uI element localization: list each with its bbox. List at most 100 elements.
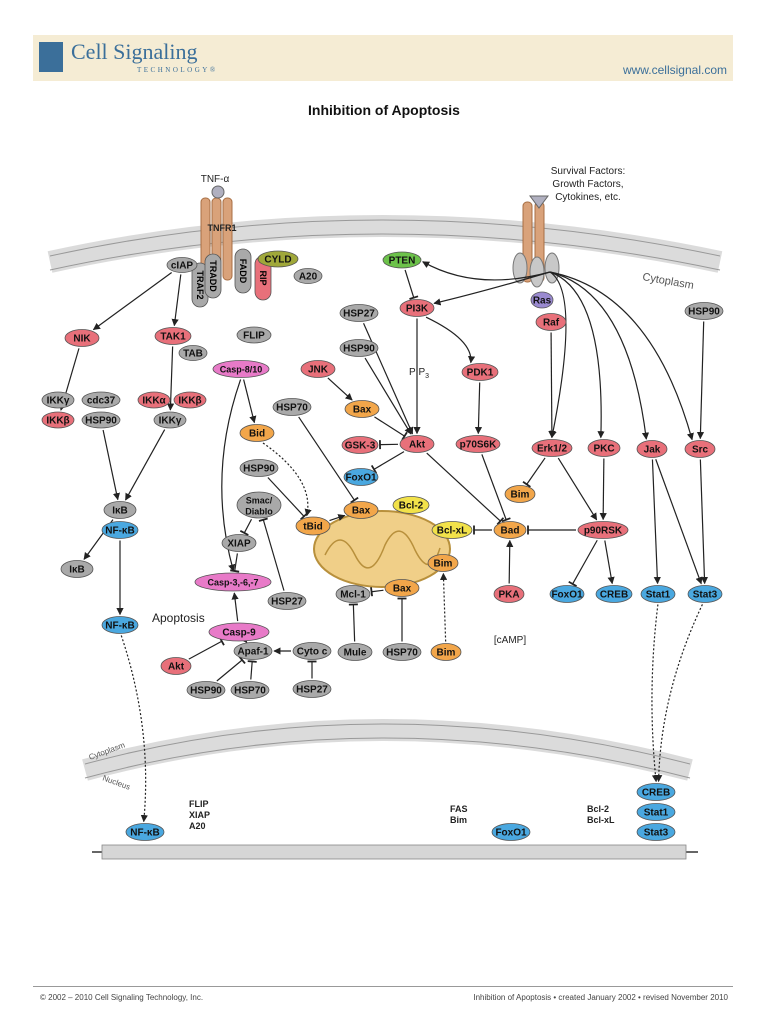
growth-factor-receptor [512, 195, 560, 288]
n-p90rsk-node: p90RSK [577, 521, 629, 539]
n-creb-a-label: CREB [600, 590, 628, 601]
n-cyld-node: CYLD [257, 250, 299, 268]
edge-n-ciap-to-n-tak1 [171, 274, 182, 327]
n-mcl1-label: Mcl-1 [340, 590, 366, 601]
n-casp9-label: Casp-9 [222, 628, 256, 639]
n-stat1-b-label: Stat1 [644, 808, 669, 819]
n-bim-a-label: Bim [511, 490, 530, 501]
n-smac-label: Smac/ [246, 496, 273, 506]
n-hsp90-c-node: HSP90 [239, 459, 279, 477]
n-smac-node: Smac/Diablo [236, 491, 282, 519]
n-ciap-node: cIAP [166, 257, 198, 273]
edge-receptor-to-n-src [549, 271, 694, 441]
fadd-label: FADD [238, 259, 248, 284]
n-akt-label: Akt [409, 440, 426, 451]
edge-n-casp9-to-n-casp367 [231, 592, 239, 622]
pathway-edges [59, 261, 709, 823]
edge-n-pdk1-to-n-p70s6k [474, 382, 483, 435]
edge-n-pi3k-to-n-pdk1 [425, 316, 476, 364]
camp-label: [cAMP] [494, 635, 526, 646]
n-bim-a-node: Bim [504, 485, 536, 503]
n-ikkg1-label: IKKγ [47, 396, 70, 407]
edge-n-hsp70-c-to-n-apaf1 [247, 660, 257, 680]
n-ikkb2-node: IKKβ [173, 391, 207, 409]
n-hsp27-a-node: HSP27 [339, 304, 379, 322]
n-ikb-b-node: IκB [60, 560, 94, 578]
edge-n-hsp90-d-to-n-apaf1 [216, 655, 246, 682]
edge-n-akt-to-n-foxo-a [370, 451, 405, 474]
edge-n-mule-to-n-mcl1 [348, 603, 358, 642]
n-casp367-label: Casp-3,-6,-7 [207, 578, 258, 588]
edge-n-smac-to-n-xiap [239, 518, 253, 536]
n-creb-b-node: CREB [636, 783, 676, 801]
footer-copyright: © 2002 – 2010 Cell Signaling Technology,… [40, 993, 204, 1002]
n-pka-label: PKA [498, 590, 519, 601]
edge-n-bim-c-to-n-bim-b [439, 572, 448, 642]
n-ikkg2-node: IKKγ [153, 411, 187, 429]
website-link[interactable]: www.cellsignal.com [622, 63, 727, 77]
edge-n-jak-to-n-stat1-a [651, 459, 661, 585]
edge-n-apaf1-to-n-casp9 [240, 635, 248, 644]
n-casp9-node: Casp-9 [208, 622, 270, 642]
n-hsp70-a-node: HSP70 [272, 398, 312, 416]
n-casp810-node: Casp-8/10 [212, 360, 270, 378]
foxo-target-genes-item: Bim [450, 815, 467, 825]
rip-label: RIP [258, 270, 268, 285]
edge-n-tbid-to-n-bax-b [329, 514, 346, 522]
n-creb-b-label: CREB [642, 788, 670, 799]
n-cytoc-label: Cyto c [297, 647, 328, 658]
pip3-label: PIP3 [409, 367, 429, 380]
n-hsp27-a-label: HSP27 [343, 309, 375, 320]
n-nfkb-a-node: NF-κB [101, 521, 139, 539]
n-stat3-b-node: Stat3 [636, 823, 676, 841]
n-erk-node: Erk1/2 [531, 439, 573, 457]
n-casp810-label: Casp-8/10 [220, 365, 263, 375]
n-apaf1-label: Apaf-1 [237, 647, 269, 658]
n-gsk3-node: GSK-3 [341, 436, 379, 454]
n-pi3k-label: PI3K [406, 304, 429, 315]
nfkb-target-genes-item: A20 [189, 821, 206, 831]
stat-target-genes-item: Bcl-2 [587, 804, 609, 814]
traf2-adaptor: TRAF2 [191, 262, 209, 308]
n-mcl1-node: Mcl-1 [335, 585, 371, 603]
n-nik-node: NIK [64, 329, 100, 347]
n-bid-node: Bid [239, 424, 275, 442]
n-nfkb-c-label: NF-κB [130, 828, 159, 839]
n-raf-label: Raf [543, 318, 560, 329]
n-apaf1-node: Apaf-1 [233, 642, 273, 660]
n-pi3k-node: PI3K [399, 299, 435, 317]
n-bax-c-label: Bax [393, 584, 412, 595]
brand-name: Cell Signaling [71, 39, 198, 64]
n-foxo-a-label: FoxO1 [345, 473, 377, 484]
edge-n-bid-to-n-tbid [262, 442, 312, 517]
n-nfkb-c-node: NF-κB [125, 823, 165, 841]
n-tak1-label: TAK1 [160, 332, 186, 343]
edge-n-akt-b-to-n-casp9 [188, 636, 225, 660]
edge-n-hsp90-a-to-n-akt [364, 357, 412, 435]
survival-factors-label: Survival Factors: [551, 166, 625, 177]
n-hsp70-b-label: HSP70 [386, 648, 418, 659]
n-akt-b-label: Akt [168, 662, 185, 673]
n-cytoc-node: Cyto c [292, 642, 332, 660]
foxo-target-genes-item: FAS [450, 804, 468, 814]
n-bim-c-node: Bim [430, 643, 462, 661]
n-hsp27-c-node: HSP27 [292, 680, 332, 698]
edge-n-ciap-to-n-nik [92, 272, 173, 331]
edge-n-p90rsk-to-n-creb-a [604, 540, 615, 585]
n-hsp90-d-node: HSP90 [186, 681, 226, 699]
cytoplasm-top-label: Cytoplasm [641, 271, 694, 292]
edge-receptor-to-n-pkc [549, 271, 605, 439]
edge-n-hsp27-b-to-n-smac [258, 517, 285, 591]
n-stat1-b-node: Stat1 [636, 803, 676, 821]
edge-n-pka-to-n-bad [506, 539, 514, 584]
n-bad-node: Bad [493, 521, 527, 539]
n-ikb-a-node: IκB [103, 501, 137, 519]
n-hsp90-c-label: HSP90 [243, 464, 275, 475]
n-xiap-node: XIAP [221, 534, 257, 552]
n-pkc-node: PKC [587, 439, 621, 457]
n-nik-label: NIK [73, 334, 91, 345]
n-ikkg2-label: IKKγ [159, 416, 182, 427]
n-nfkb-a-label: NF-κB [105, 526, 134, 537]
n-flip-label: FLIP [243, 331, 265, 342]
n-jnk-label: JNK [308, 365, 329, 376]
